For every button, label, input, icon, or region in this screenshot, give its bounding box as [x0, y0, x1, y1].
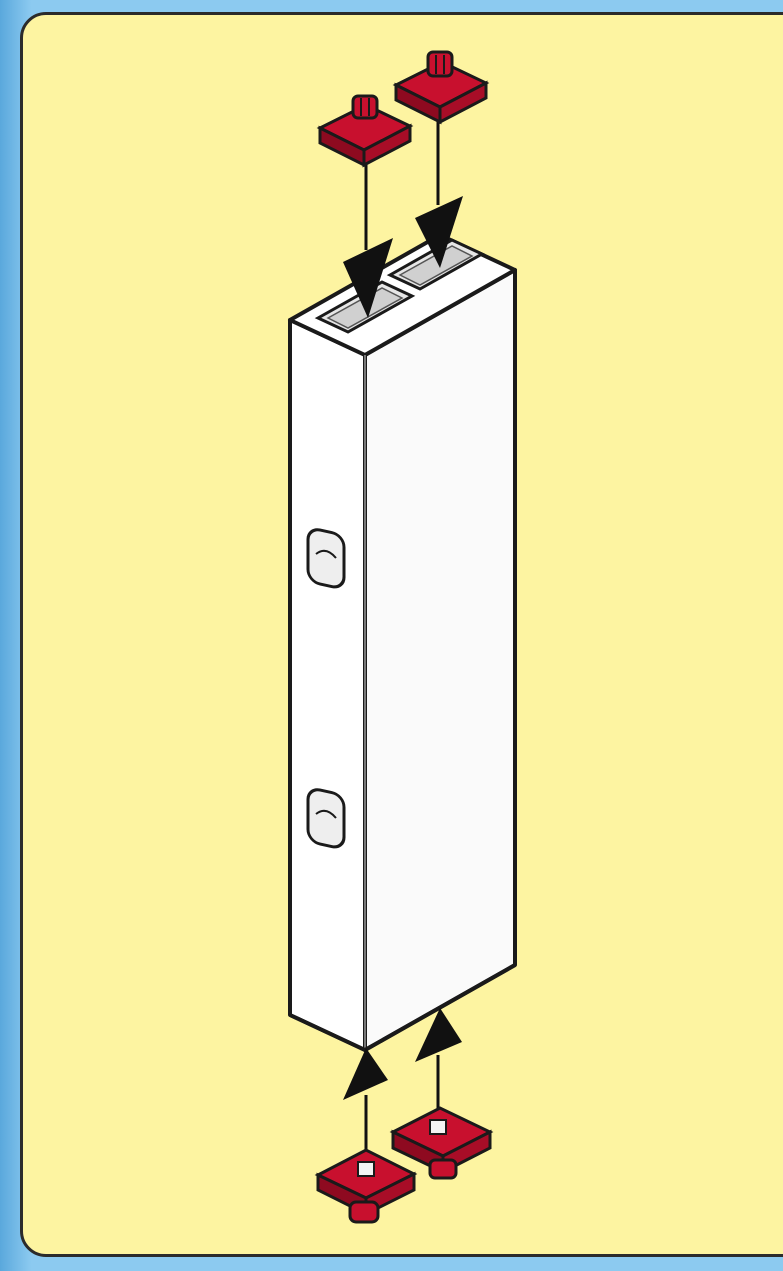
side-hole	[306, 528, 346, 589]
post-right-face	[363, 268, 517, 1052]
end-cap-top-left	[316, 94, 414, 168]
arrow-up-left	[343, 1048, 388, 1165]
top-opening-right	[386, 238, 486, 291]
end-cap-top-right	[392, 50, 490, 125]
rectangular-post	[288, 233, 517, 1053]
end-cap-bottom-left	[314, 1148, 418, 1224]
post-left-face	[288, 318, 367, 1052]
side-hole	[306, 788, 346, 849]
end-cap-bottom-right	[389, 1106, 494, 1180]
arrow-down-left	[343, 160, 393, 318]
arrow-down-right	[415, 110, 463, 268]
